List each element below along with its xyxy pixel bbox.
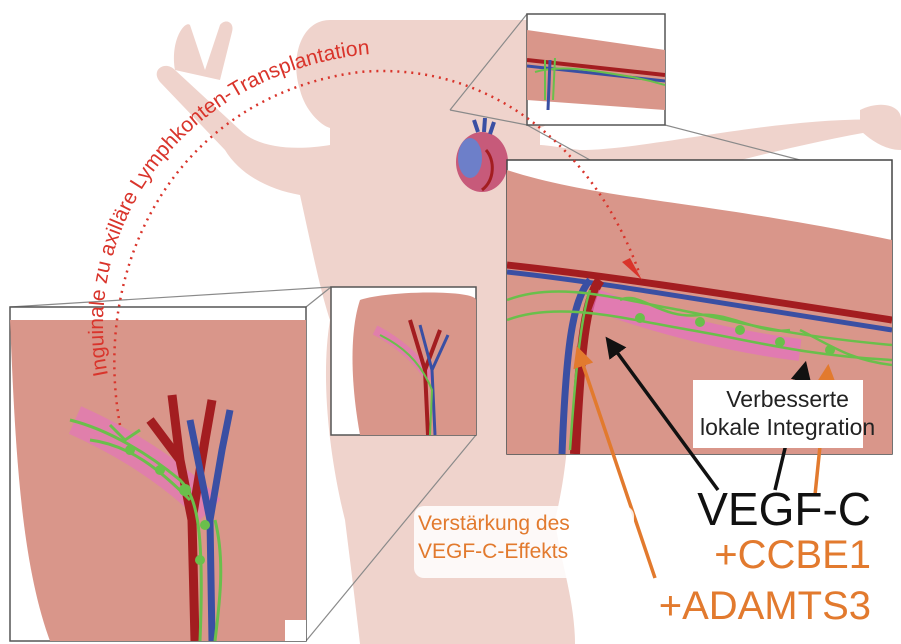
enhancement-label-line1: Verstärkung des	[418, 510, 570, 538]
integration-label-line2: lokale Integration	[700, 414, 875, 442]
inset-groin-small	[331, 287, 476, 435]
integration-label-line1: Verbesserte	[700, 386, 875, 414]
vegfc-label: VEGF-C	[697, 486, 871, 532]
inset-groin	[10, 307, 306, 641]
inset-shoulder-small	[527, 14, 665, 125]
ccbe1-label: +CCBE1	[714, 535, 871, 575]
adamts3-label: +ADAMTS3	[659, 586, 871, 626]
enhancement-label-line2: VEGF-C-Effekts	[418, 538, 570, 566]
enhancement-label: Verstärkung des VEGF-C-Effekts	[418, 510, 570, 567]
integration-label: Verbesserte lokale Integration	[700, 386, 875, 441]
